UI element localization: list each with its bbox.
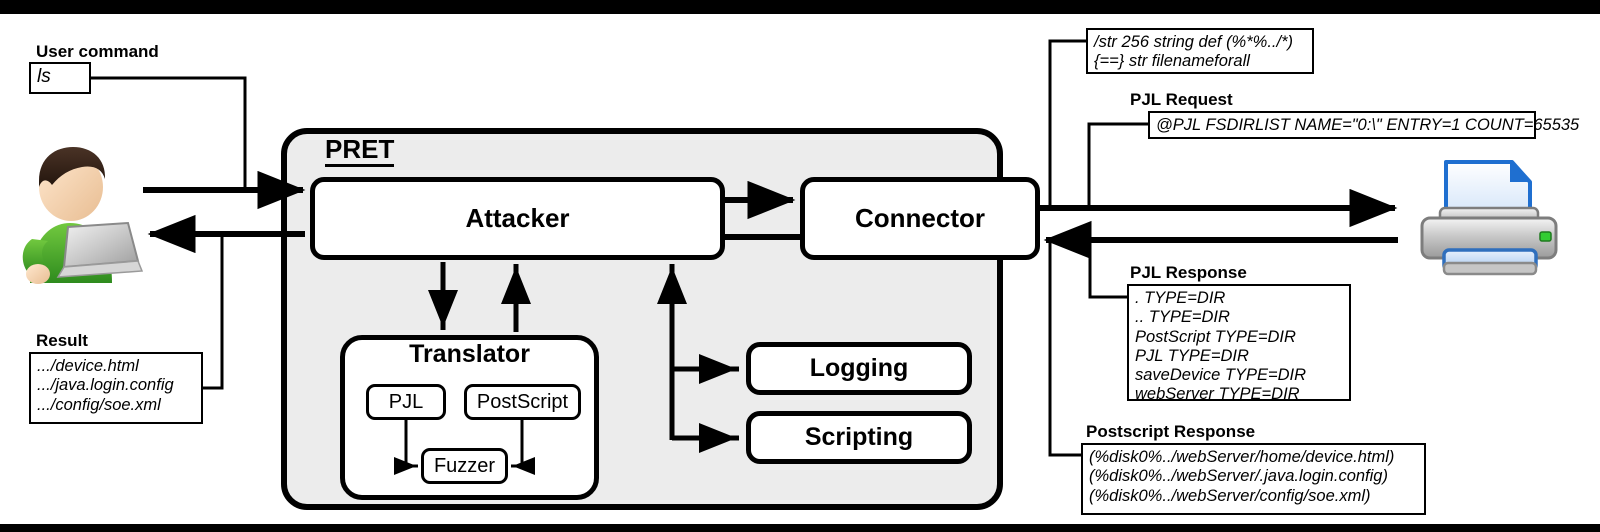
pjl-response-line-6: webServer TYPE=DIR bbox=[1135, 385, 1300, 404]
logging-module[interactable]: Logging bbox=[746, 342, 972, 395]
pjl-request-box: @PJL FSDIRLIST NAME="0:\" ENTRY=1 COUNT=… bbox=[1148, 111, 1580, 139]
pjl-response-line-4: PJL TYPE=DIR bbox=[1135, 346, 1249, 365]
pjl-response-line-1: . TYPE=DIR bbox=[1135, 289, 1226, 307]
ps-request-line-1: /str 256 string def (%*%../*) bbox=[1094, 33, 1293, 51]
fuzzer-module[interactable]: Fuzzer bbox=[421, 448, 508, 484]
top-black-bar bbox=[0, 0, 1600, 14]
result-label: Result bbox=[36, 331, 88, 350]
pjl-response-line-3: PostScript TYPE=DIR bbox=[1135, 327, 1296, 346]
bottom-black-bar bbox=[0, 524, 1600, 532]
pjl-request-line-1: @PJL FSDIRLIST NAME="0:\" ENTRY=1 COUNT=… bbox=[1156, 116, 1580, 134]
postscript-response-label: Postscript Response bbox=[1086, 422, 1256, 441]
ps-response-line-1: (%disk0%../webServer/home/device.html) bbox=[1089, 448, 1395, 466]
pjl-module[interactable]: PJL bbox=[366, 384, 446, 420]
pjl-response-line-5: saveDevice TYPE=DIR bbox=[1135, 366, 1307, 385]
result-box: .../device.html .../java.login.config ..… bbox=[29, 352, 203, 424]
postscript-module[interactable]: PostScript bbox=[464, 384, 581, 420]
translator-label: Translator bbox=[409, 340, 530, 368]
result-line-1: .../device.html bbox=[37, 357, 139, 375]
ps-request-line-2: {==} str filenameforall bbox=[1094, 52, 1250, 71]
pjl-request-label: PJL Request bbox=[1130, 90, 1233, 109]
attacker-module[interactable]: Attacker bbox=[310, 177, 725, 260]
user-command-label: User command bbox=[36, 42, 159, 61]
postscript-request-box: /str 256 string def (%*%../*) {==} str f… bbox=[1086, 28, 1314, 74]
pjl-response-box: . TYPE=DIR .. TYPE=DIR PostScript TYPE=D… bbox=[1127, 284, 1351, 404]
ps-response-line-2: (%disk0%../webServer/.java.login.config) bbox=[1089, 467, 1388, 486]
printer-icon bbox=[1420, 160, 1558, 276]
user-command-box: ls bbox=[29, 62, 91, 94]
result-line-3: .../config/soe.xml bbox=[37, 395, 161, 414]
pret-title: PRET bbox=[325, 135, 395, 168]
connector-module[interactable]: Connector bbox=[800, 177, 1040, 260]
user-with-laptop-icon bbox=[22, 147, 144, 284]
pjl-response-line-2: .. TYPE=DIR bbox=[1135, 308, 1230, 327]
pjl-response-label: PJL Response bbox=[1130, 263, 1247, 282]
scripting-module[interactable]: Scripting bbox=[746, 411, 972, 464]
postscript-response-box: (%disk0%../webServer/home/device.html) (… bbox=[1081, 443, 1426, 515]
result-line-2: .../java.login.config bbox=[37, 376, 174, 395]
ps-response-line-3: (%disk0%../webServer/config/soe.xml) bbox=[1089, 486, 1371, 505]
